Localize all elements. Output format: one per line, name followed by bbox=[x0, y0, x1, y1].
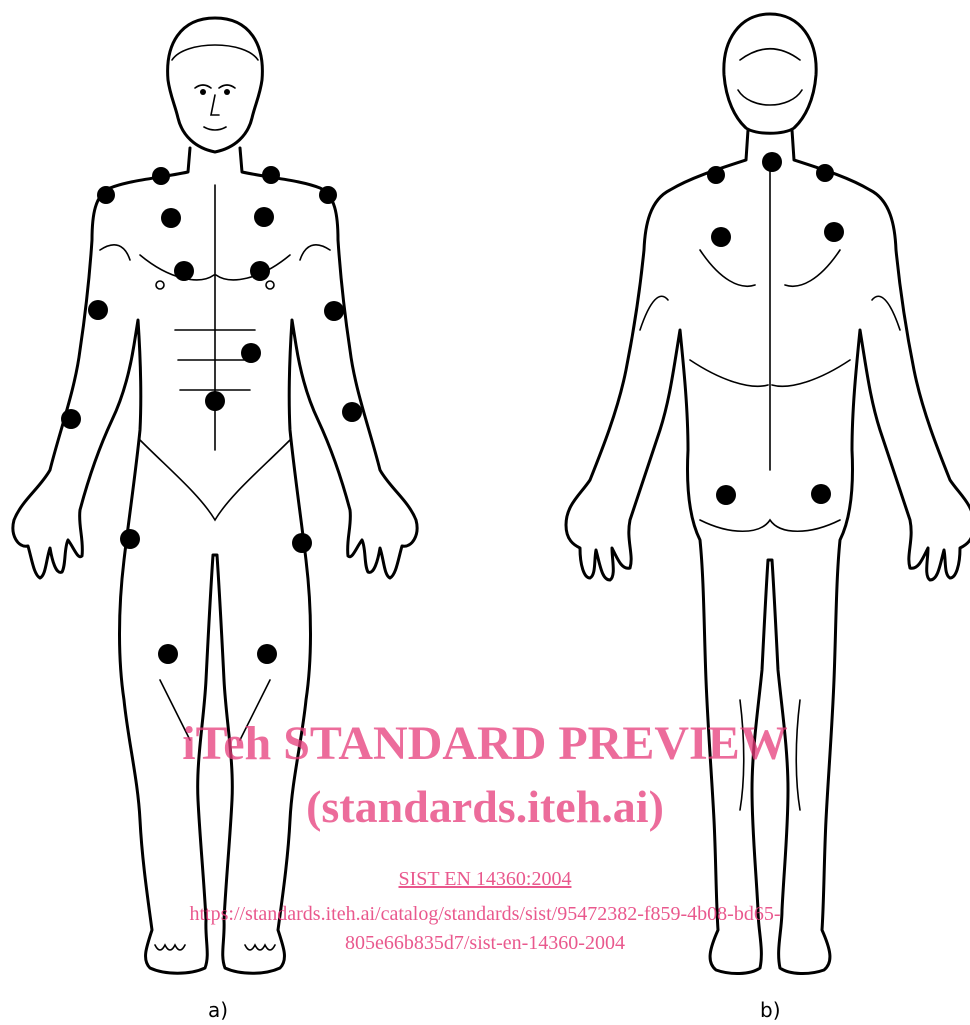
marker-dot bbox=[324, 301, 344, 321]
watermark-url-line2[interactable]: 805e66b835d7/sist-en-14360-2004 bbox=[0, 932, 970, 955]
caption-a: a) bbox=[208, 998, 228, 1022]
marker-dot bbox=[250, 261, 270, 281]
marker-dot bbox=[262, 166, 280, 184]
marker-dot bbox=[824, 222, 844, 242]
back-head bbox=[724, 14, 816, 133]
marker-dot bbox=[254, 207, 274, 227]
watermark-code-link[interactable]: SIST EN 14360:2004 bbox=[0, 868, 970, 891]
marker-dot bbox=[257, 644, 277, 664]
marker-dot bbox=[152, 167, 170, 185]
marker-dot bbox=[88, 300, 108, 320]
back-markers bbox=[707, 152, 844, 505]
marker-dot bbox=[174, 261, 194, 281]
marker-dot bbox=[811, 484, 831, 504]
marker-dot bbox=[161, 208, 181, 228]
marker-dot bbox=[97, 186, 115, 204]
marker-dot bbox=[292, 533, 312, 553]
marker-dot bbox=[158, 644, 178, 664]
watermark-title: iTeh STANDARD PREVIEW bbox=[0, 716, 970, 771]
watermark-subtitle: (standards.iteh.ai) bbox=[0, 780, 970, 833]
watermark-url-line1[interactable]: https://standards.iteh.ai/catalog/standa… bbox=[0, 903, 970, 926]
caption-b: b) bbox=[760, 998, 781, 1022]
marker-dot bbox=[816, 164, 834, 182]
marker-dot bbox=[762, 152, 782, 172]
marker-dot bbox=[707, 166, 725, 184]
marker-dot bbox=[61, 409, 81, 429]
marker-dot bbox=[716, 485, 736, 505]
marker-dot bbox=[205, 391, 225, 411]
front-head bbox=[168, 18, 263, 152]
marker-dot bbox=[241, 343, 261, 363]
marker-dot bbox=[319, 186, 337, 204]
marker-dot bbox=[711, 227, 731, 247]
marker-dot bbox=[120, 529, 140, 549]
back-body-outline bbox=[566, 130, 970, 974]
marker-dot bbox=[342, 402, 362, 422]
